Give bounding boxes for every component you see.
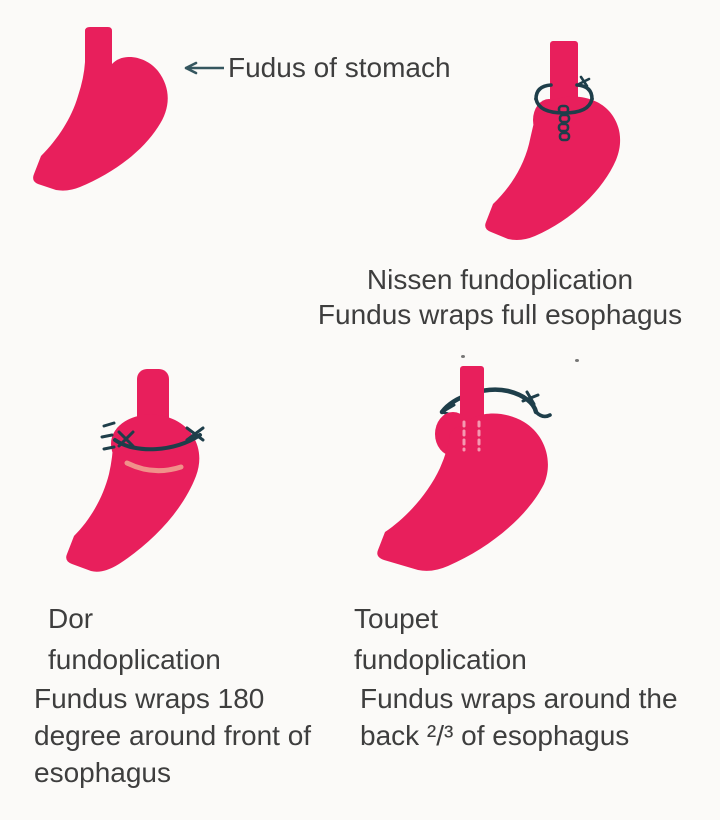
nissen-description: Fundus wraps full esophagus xyxy=(317,299,683,330)
suture-stitch-rows xyxy=(462,420,481,452)
dor-desc-line1: Fundus wraps 180 xyxy=(34,683,265,714)
fundus-pointer-text: Fudus of stomach xyxy=(228,52,451,83)
wrap-left-knot xyxy=(117,430,135,448)
toupet-title-line1: Toupet xyxy=(354,603,439,634)
fold-highlight xyxy=(124,460,184,474)
ink-speck xyxy=(461,355,465,358)
ink-speck xyxy=(575,359,579,362)
stomach-body-shape xyxy=(377,413,548,571)
wrap-band-tail xyxy=(534,410,552,419)
suture-stitches xyxy=(557,104,571,142)
toupet-description: Fundus wraps around the back ²/³ of esop… xyxy=(360,680,678,754)
nissen-title: Nissen fundoplication xyxy=(366,264,634,295)
stomach-plain-illustration xyxy=(33,27,168,191)
dor-title-line1: Dor xyxy=(48,603,94,634)
wrap-knot xyxy=(577,75,591,88)
left-arrow-icon xyxy=(184,61,224,75)
toupet-desc-line1: Fundus wraps around the xyxy=(360,683,678,714)
stomach-dor-illustration xyxy=(66,369,205,572)
stomach-body-shape xyxy=(66,414,200,572)
dor-title: Dor fundoplication xyxy=(48,598,221,680)
edge-stitch-ticks xyxy=(100,421,116,451)
stomach-toupet-illustration xyxy=(377,366,552,571)
dor-description: Fundus wraps 180 degree around front of … xyxy=(34,680,311,791)
wrap-right-knot xyxy=(521,390,540,406)
dor-title-line2: fundoplication xyxy=(48,644,221,675)
fundus-pointer-label: Fudus of stomach xyxy=(178,52,451,84)
toupet-title: Toupet fundoplication xyxy=(354,598,527,680)
dor-desc-line3: esophagus xyxy=(34,757,172,788)
toupet-desc-line2: back ²/³ of esophagus xyxy=(360,720,630,751)
toupet-title-line2: fundoplication xyxy=(354,644,527,675)
wrap-band-back xyxy=(534,83,594,101)
stomach-nissen-illustration xyxy=(485,41,621,240)
nissen-caption: Nissen fundoplication Fundus wraps full … xyxy=(250,262,720,332)
stomach-body-shape xyxy=(33,27,168,191)
wrap-back-band xyxy=(439,387,539,415)
stomach-body-shape xyxy=(485,96,621,240)
wrap-right-knot xyxy=(185,426,205,442)
dor-desc-line2: degree around front of xyxy=(34,720,312,751)
